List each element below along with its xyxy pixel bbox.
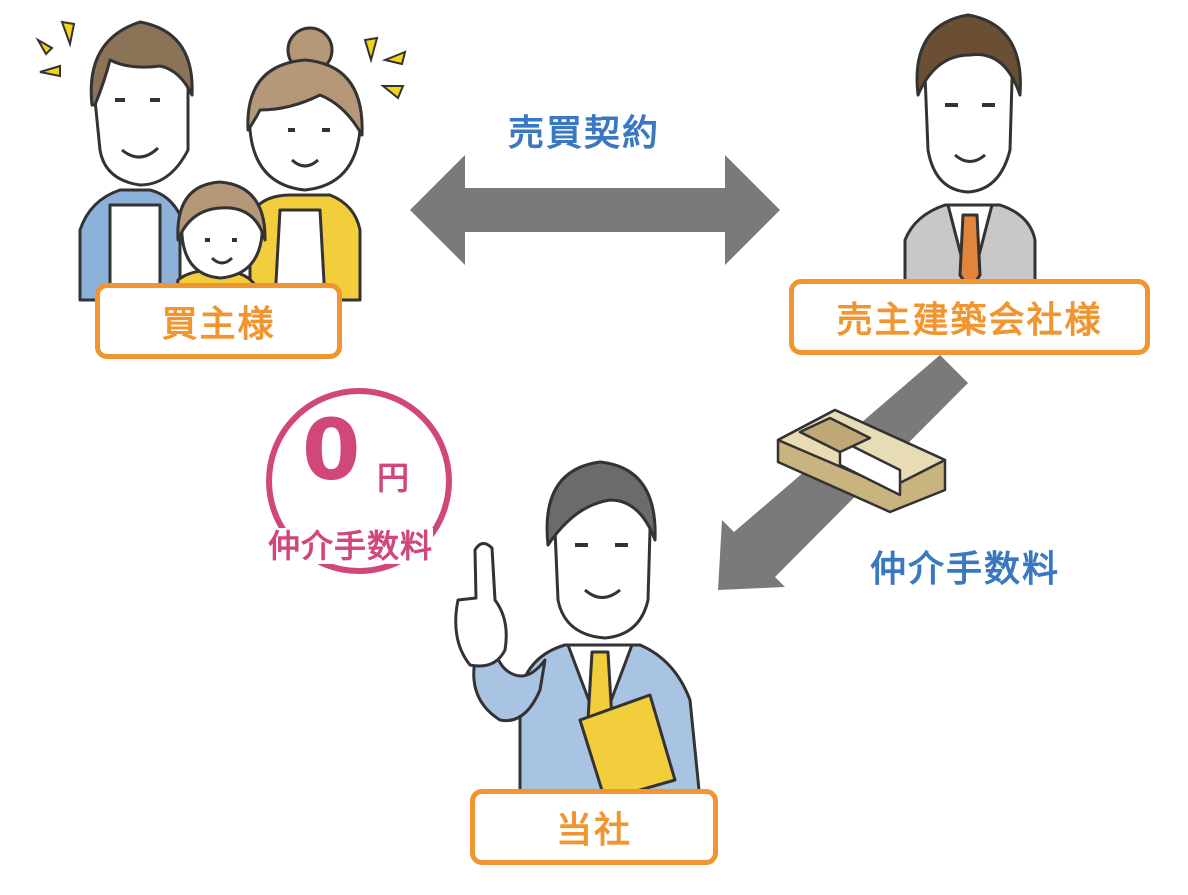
buyer-label: 買主様 <box>95 283 342 359</box>
buyer-label-text: 買主様 <box>161 304 276 345</box>
badge-fee-text: 仲介手数料 <box>268 527 434 565</box>
sparkle-icon <box>35 20 407 100</box>
badge-amount: 0 <box>302 401 361 499</box>
buyer-family-illustration <box>78 20 364 302</box>
seller-label: 売主建築会社様 <box>789 279 1150 355</box>
badge-unit: 円 <box>377 459 410 497</box>
zero-fee-badge <box>266 388 452 574</box>
seller-label-text: 売主建築会社様 <box>836 300 1103 341</box>
company-label: 当社 <box>470 789 718 865</box>
money-bundle-icon <box>776 408 947 514</box>
agent-businessman-illustration <box>454 460 702 802</box>
double-arrow <box>410 155 780 265</box>
contract-label: 売買契約 <box>508 113 661 154</box>
fee-label: 仲介手数料 <box>870 549 1061 590</box>
seller-businessman-illustration <box>903 13 1037 302</box>
company-label-text: 当社 <box>555 810 632 851</box>
